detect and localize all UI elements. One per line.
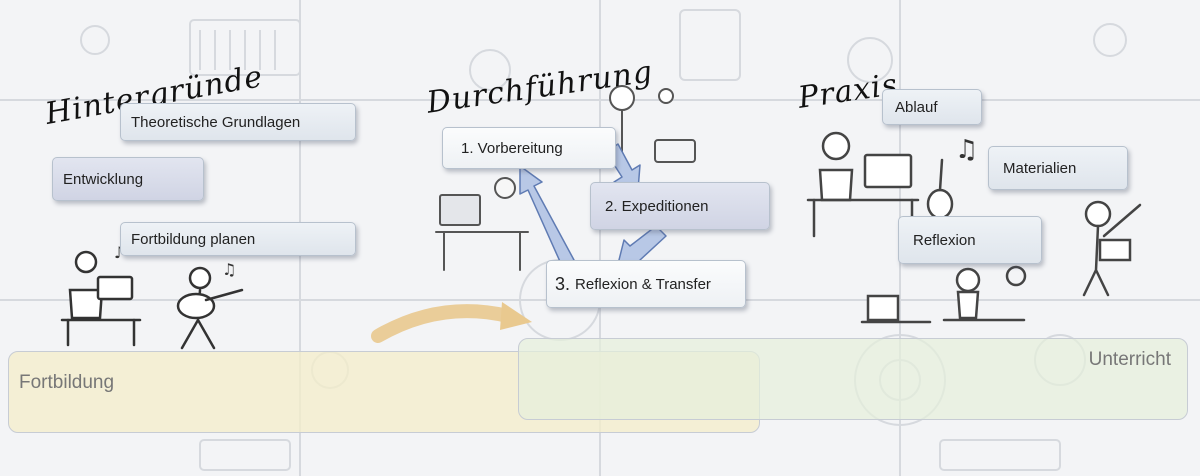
unterricht-band: Unterricht	[518, 338, 1188, 420]
card-entwicklung[interactable]: Entwicklung	[52, 157, 204, 201]
unterricht-band-label: Unterricht	[1088, 349, 1171, 370]
svg-text:♫: ♫	[955, 135, 978, 165]
card-label: Materialien	[1003, 159, 1077, 177]
card-label: 1. Vorbereitung	[461, 139, 563, 157]
card-label: Entwicklung	[63, 170, 144, 188]
card-label: 2. Expeditionen	[605, 197, 709, 215]
svg-text:♫: ♫	[222, 260, 236, 279]
card-label: Theoretische Grundlagen	[131, 113, 301, 131]
card-label: Reflexion	[913, 231, 976, 249]
card-materialien[interactable]: Materialien	[988, 146, 1128, 190]
card-expeditionen[interactable]: 2. Expeditionen	[590, 182, 770, 230]
card-vorbereitung[interactable]: 1. Vorbereitung	[442, 127, 616, 169]
card-label: Reflexion & Transfer	[575, 275, 711, 293]
card-reflexion[interactable]: Reflexion	[898, 216, 1042, 264]
svg-text:♪: ♪	[114, 243, 124, 262]
card-number: 3.	[555, 273, 571, 294]
fortbildung-band-label: Fortbildung	[19, 372, 115, 393]
card-ablauf[interactable]: Ablauf	[882, 89, 982, 125]
card-label: Fortbildung planen	[131, 230, 256, 248]
card-theoretische-grundlagen[interactable]: Theoretische Grundlagen	[120, 103, 356, 141]
card-fortbildung-planen[interactable]: Fortbildung planen	[120, 222, 356, 256]
card-reflexion-transfer[interactable]: 3. Reflexion & Transfer	[546, 260, 746, 308]
card-label: Ablauf	[895, 98, 938, 116]
